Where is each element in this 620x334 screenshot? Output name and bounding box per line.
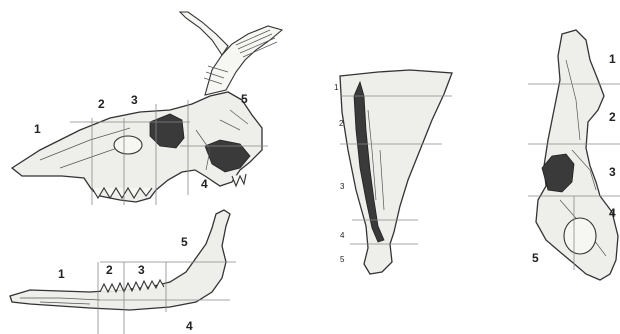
pelvis-zone-1-label: 1: [609, 52, 616, 66]
pelvis-figure: 1 2 3 4 5: [528, 30, 620, 280]
pelvis-zone-3-label: 3: [609, 165, 616, 179]
scapula-zone-4-label: 4: [340, 231, 345, 240]
mandible-outline: [10, 210, 230, 310]
skull-zone-1-label: 1: [34, 122, 41, 136]
scapula-zone-1-label: 1: [334, 83, 339, 92]
mandible-zone-5-label: 5: [181, 235, 188, 249]
pelvis-zone-4-label: 4: [609, 206, 616, 220]
scapula-zone-2-label: 2: [339, 119, 344, 128]
scapula-zone-5-label: 5: [340, 255, 345, 264]
skull-zone-4-label: 4: [201, 177, 208, 191]
mandible-zone-4-label: 4: [186, 319, 193, 333]
pelvis-zone-2-label: 2: [609, 110, 616, 124]
skull-zone-3-label: 3: [131, 93, 138, 107]
obturator-foramen: [564, 218, 596, 254]
skull-zone-2-label: 2: [98, 97, 105, 111]
scapula-figure: 1 2 3 4 5: [334, 70, 452, 274]
nasal-opening: [114, 136, 142, 154]
mandible-zone-3-label: 3: [138, 263, 145, 277]
skull-zone-5-label: 5: [241, 92, 248, 106]
mandible-figure: 1 2 3 4 5: [10, 210, 236, 334]
antler-drawing: [180, 12, 282, 95]
mandible-zone-2-label: 2: [106, 263, 113, 277]
pelvis-zone-5-label: 5: [532, 251, 539, 265]
scapula-zone-3-label: 3: [340, 182, 345, 191]
mandible-zone-1-label: 1: [58, 267, 65, 281]
skull-figure: 1 2 3 4 5: [12, 12, 282, 205]
